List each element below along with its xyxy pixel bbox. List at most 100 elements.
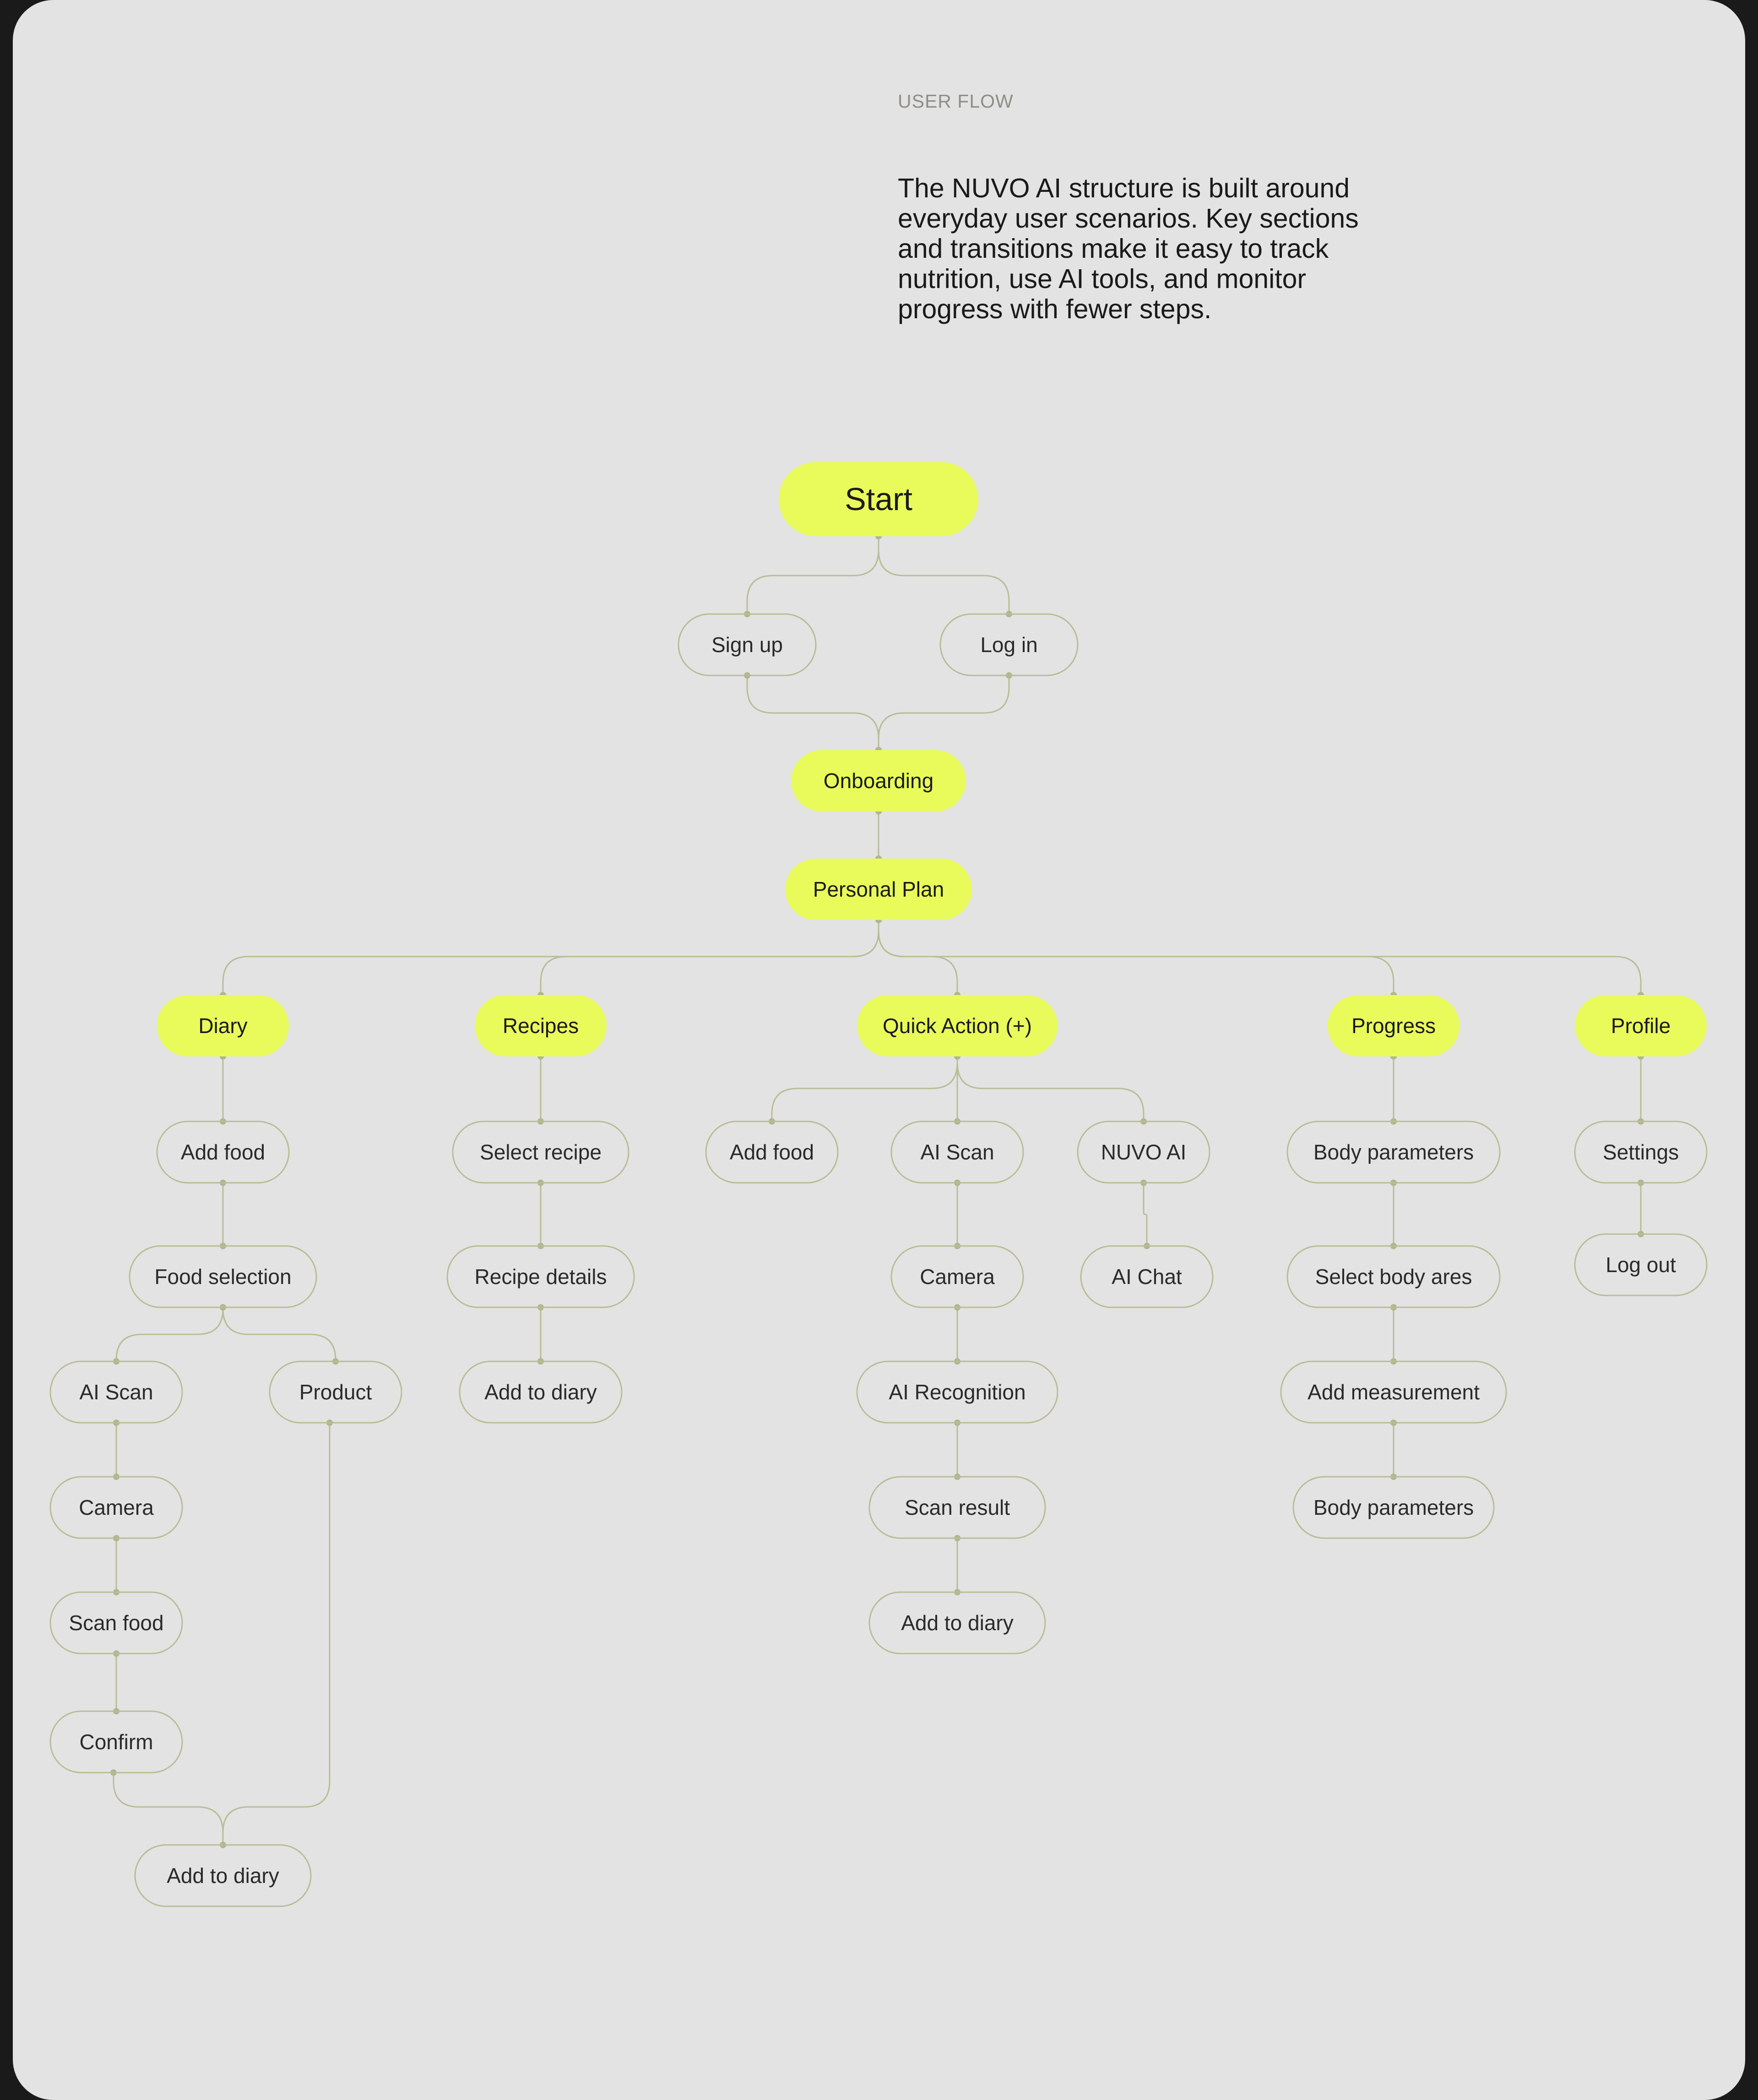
node-recipes: Recipes (475, 995, 607, 1056)
node-pill-r_select (452, 1121, 629, 1184)
edge-d_confirm-to-d_adddiary (113, 1773, 224, 1845)
edge-d_foodsel-to-d_aiscan (115, 1307, 224, 1361)
node-pill-p_body1 (1286, 1121, 1501, 1184)
node-label-plan: Personal Plan (813, 877, 944, 901)
node-q_camera: Camera (890, 1245, 1024, 1308)
edge-q_nuvo-to-q_chat (1143, 1183, 1148, 1246)
node-label-diary: Diary (198, 1014, 247, 1038)
edge-login-to-onboarding (878, 675, 1010, 750)
node-label-d_adddiary: Add to diary (167, 1864, 279, 1888)
node-start: Start (779, 462, 978, 536)
node-label-d_aiscan: AI Scan (79, 1380, 153, 1404)
node-pill-q_camera (890, 1245, 1024, 1308)
edge-plan-to-profile (878, 920, 1642, 995)
node-pill-recipes (475, 995, 607, 1056)
node-label-signup: Sign up (711, 633, 783, 657)
node-pill-p_select (1286, 1245, 1501, 1308)
edge-start-to-login (878, 536, 1010, 614)
node-profile: Profile (1575, 995, 1707, 1056)
node-q_nuvo: NUVO AI (1077, 1121, 1210, 1184)
node-label-quick: Quick Action (+) (883, 1014, 1032, 1038)
node-pill-q_result (868, 1476, 1046, 1539)
node-pill-plan (785, 859, 972, 920)
section-label: USER FLOW (898, 91, 1014, 112)
node-progress: Progress (1328, 995, 1460, 1056)
node-label-start: Start (845, 481, 912, 517)
node-pill-diary (157, 995, 289, 1056)
node-pill-profile (1575, 995, 1707, 1056)
node-label-recipes: Recipes (503, 1014, 579, 1038)
node-pill-d_addfood (156, 1121, 290, 1184)
node-label-q_camera: Camera (920, 1265, 995, 1289)
node-pill-q_addfood (705, 1121, 839, 1184)
node-q_chat: AI Chat (1080, 1245, 1214, 1308)
node-label-pr_logout: Log out (1606, 1253, 1676, 1277)
node-label-p_measure: Add measurement (1308, 1380, 1480, 1404)
node-login: Log in (939, 613, 1079, 676)
node-pill-p_body2 (1292, 1476, 1495, 1539)
node-label-q_addfood: Add food (730, 1140, 814, 1164)
node-pill-progress (1328, 995, 1460, 1056)
node-pill-start (779, 462, 978, 536)
node-q_addfood: Add food (705, 1121, 839, 1184)
node-label-p_select: Select body ares (1315, 1265, 1472, 1289)
edge-d_foodsel-to-d_product (222, 1307, 336, 1361)
node-p_body2: Body parameters (1292, 1476, 1495, 1539)
node-pr_settings: Settings (1574, 1121, 1708, 1184)
node-pill-d_adddiary (134, 1844, 312, 1907)
edge-plan-to-quick (878, 920, 958, 995)
node-pill-p_measure (1280, 1360, 1507, 1424)
node-label-profile: Profile (1611, 1014, 1671, 1038)
node-pill-signup (678, 613, 817, 676)
node-q_recog: AI Recognition (856, 1360, 1058, 1424)
node-pill-login (939, 613, 1079, 676)
node-label-q_aiscan: AI Scan (920, 1140, 994, 1164)
node-label-r_details: Recipe details (475, 1265, 607, 1289)
edge-plan-to-progress (878, 920, 1394, 995)
edge-start-to-signup (746, 536, 879, 614)
edge-quick-to-q_addfood (771, 1056, 958, 1121)
node-d_scanfood: Scan food (49, 1591, 183, 1654)
edge-plan-to-recipes (540, 920, 879, 995)
node-d_addfood: Add food (156, 1121, 290, 1184)
node-label-p_body2: Body parameters (1313, 1496, 1474, 1519)
node-pill-onboarding (791, 750, 966, 811)
edge-quick-to-q_nuvo (956, 1056, 1145, 1121)
node-diary: Diary (157, 995, 289, 1056)
node-pill-r_adddiary (459, 1360, 623, 1424)
node-pill-d_aiscan (49, 1360, 183, 1424)
node-label-d_confirm: Confirm (79, 1730, 153, 1754)
node-label-progress: Progress (1351, 1014, 1436, 1038)
node-quick: Quick Action (+) (857, 995, 1058, 1056)
diagram-card: USER FLOW The NUVO AI structure is built… (13, 0, 1745, 2100)
node-pill-d_camera (49, 1476, 183, 1539)
node-pill-quick (857, 995, 1058, 1056)
node-pill-r_details (446, 1245, 635, 1308)
node-r_adddiary: Add to diary (459, 1360, 623, 1424)
node-label-r_adddiary: Add to diary (484, 1380, 597, 1404)
node-pill-q_chat (1080, 1245, 1214, 1308)
node-onboarding: Onboarding (791, 750, 966, 811)
node-pill-pr_logout (1574, 1233, 1708, 1296)
intro-paragraph: The NUVO AI structure is built around ev… (898, 173, 1359, 324)
node-q_adddiary: Add to diary (868, 1591, 1046, 1654)
node-d_product: Product (269, 1360, 402, 1424)
node-label-d_product: Product (299, 1380, 372, 1404)
node-label-q_chat: AI Chat (1112, 1265, 1182, 1289)
node-p_body1: Body parameters (1286, 1121, 1501, 1184)
edge-plan-to-diary (222, 920, 879, 995)
node-p_measure: Add measurement (1280, 1360, 1507, 1424)
node-pill-q_aiscan (890, 1121, 1024, 1184)
node-label-p_body1: Body parameters (1313, 1140, 1474, 1164)
node-label-pr_settings: Settings (1603, 1140, 1679, 1164)
node-q_result: Scan result (868, 1476, 1046, 1539)
edge-d_product-to-d_adddiary (222, 1423, 331, 1845)
node-pill-q_recog (856, 1360, 1058, 1424)
edge-signup-to-onboarding (746, 675, 879, 750)
node-label-r_select: Select recipe (480, 1140, 602, 1164)
node-d_camera: Camera (49, 1476, 183, 1539)
node-label-login: Log in (980, 633, 1037, 657)
node-pill-pr_settings (1574, 1121, 1708, 1184)
node-plan: Personal Plan (785, 859, 972, 920)
